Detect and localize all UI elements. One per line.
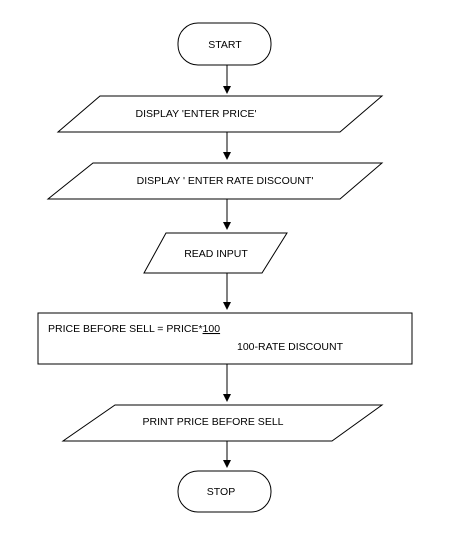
formula-numerator: 100 <box>203 323 221 335</box>
start-label: START <box>208 39 242 51</box>
display-price-shape <box>56 95 384 133</box>
print-shape <box>61 404 384 442</box>
display-rate-label: DISPLAY ' ENTER RATE DISCOUNT' <box>137 175 314 187</box>
print-label: PRINT PRICE BEFORE SELL <box>142 416 283 428</box>
calculation-process-box <box>37 312 413 365</box>
formula-prefix: PRICE BEFORE SELL = PRICE* <box>48 323 203 335</box>
formula-line1: PRICE BEFORE SELL = PRICE*100 <box>48 323 220 335</box>
display-price-label: DISPLAY 'ENTER PRICE' <box>136 108 257 120</box>
display-rate-shape <box>46 162 384 200</box>
start-terminator <box>177 22 272 66</box>
formula-denominator: 100-RATE DISCOUNT <box>237 341 344 353</box>
read-input-shape <box>143 232 288 274</box>
stop-label: STOP <box>207 486 235 498</box>
stop-terminator <box>177 470 272 513</box>
read-input-label: READ INPUT <box>184 248 248 260</box>
